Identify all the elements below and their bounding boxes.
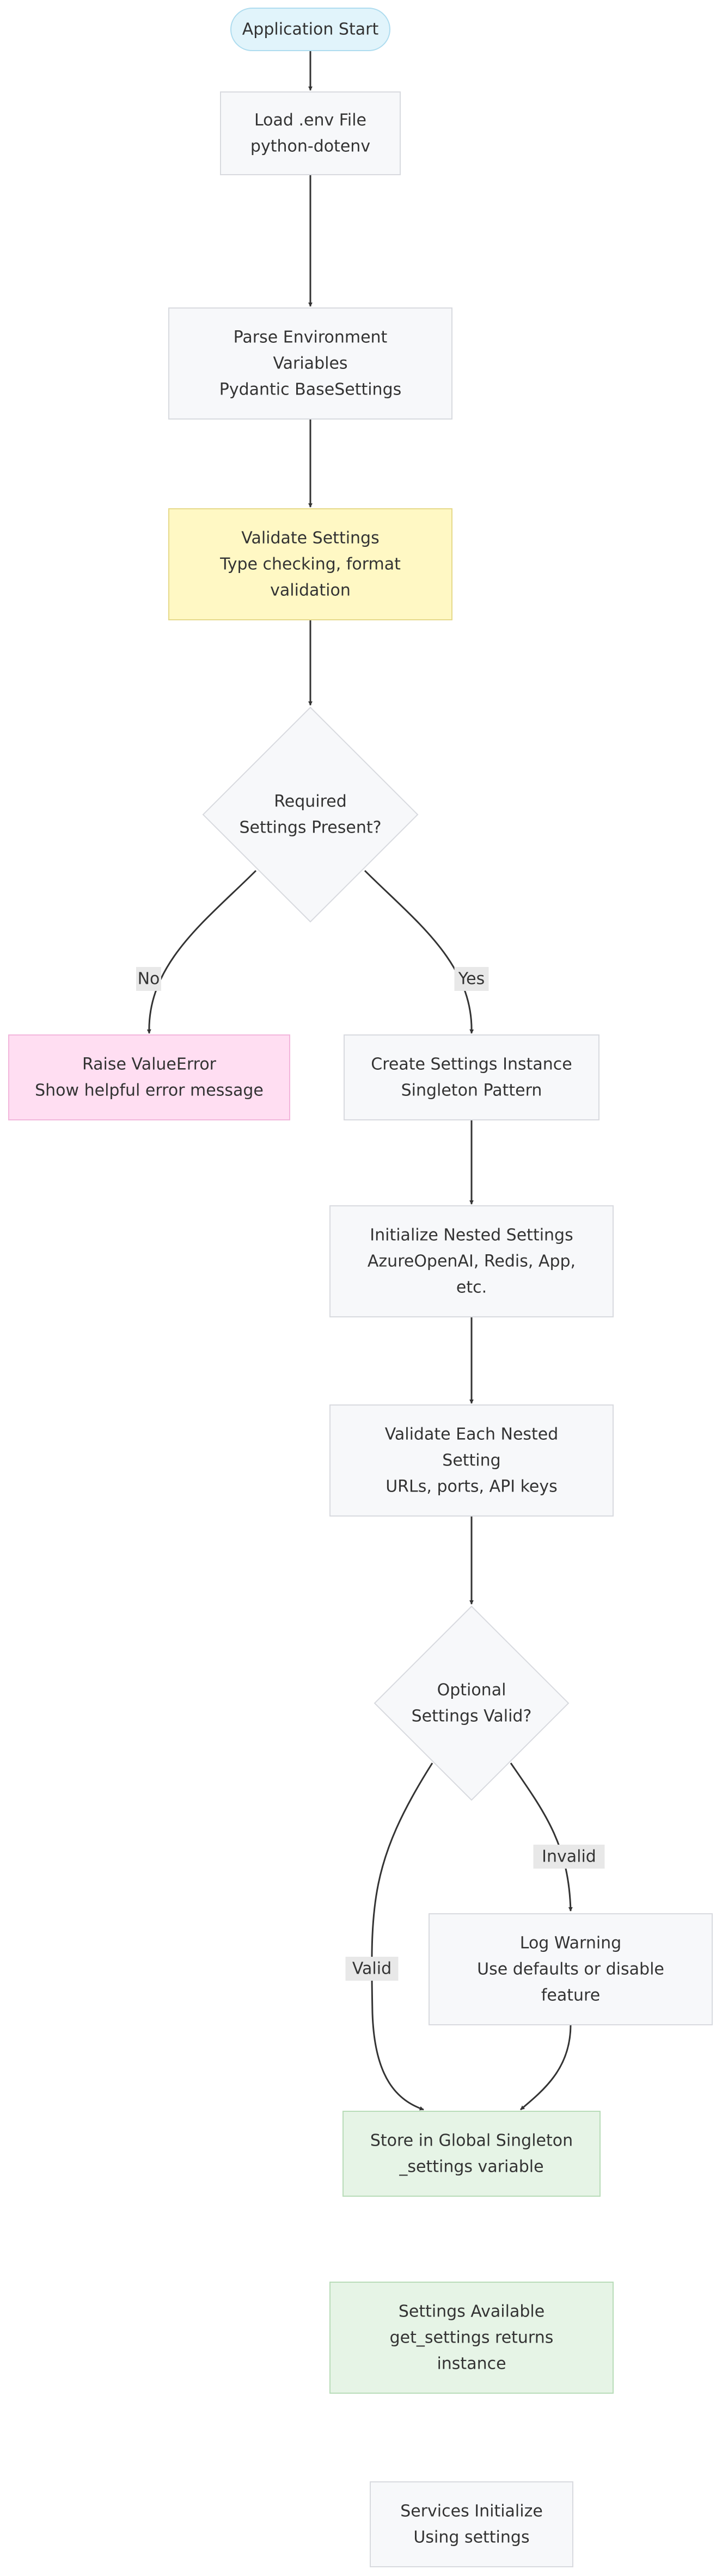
edge-label-background [345,1957,399,1981]
edges-layer [146,51,573,2111]
node-text-line: Parse Environment [234,328,388,347]
node-text-line: validation [270,581,351,600]
process-box [168,307,452,420]
edge-label-background [454,967,489,991]
node-text-line: Store in Global Singleton [370,2131,573,2150]
node-text-line: instance [437,2355,506,2374]
node-store-singleton: Store in Global Singleton _settings varia… [342,2111,601,2197]
process-box [429,1913,713,2025]
edge-label-no: No [136,967,161,991]
node-text-line: Setting [442,1451,500,1470]
edge-label-text: Invalid [542,1847,596,1866]
node-text-line: AzureOpenAI, Redis, App, [368,1252,576,1271]
node-text-line: Initialize Nested Settings [370,1226,573,1245]
node-text-line: Using settings [413,2528,529,2547]
node-text-line: Optional [437,1681,506,1700]
edge-label-text: No [138,970,160,989]
terminal-shape [230,8,390,51]
node-text-line: Variables [273,354,347,373]
node-text-line: Load .env File [254,111,366,130]
node-load-env: Load .env File python-dotenv [220,91,401,175]
node-text-line: Create Settings Instance [371,1055,572,1074]
node-text-line: python-dotenv [250,137,370,156]
node-text-line: Settings Valid? [412,1707,532,1726]
edge-optional-valid-to-store-singleton [371,1762,433,2111]
node-text-line: Services Initialize [400,2502,543,2521]
edge-label-text: Yes [458,970,485,989]
process-box [168,508,452,620]
node-text-line: _settings variable [399,2158,543,2177]
node-app-start: Application Start [230,8,390,51]
edge-label-valid: Valid [345,1957,399,1981]
node-text-line: Log Warning [520,1934,621,1953]
process-box [8,1034,290,1120]
node-text-line: Singleton Pattern [401,1081,542,1100]
node-text-line: Use defaults or disable [477,1960,664,1979]
decision-diamond [374,1605,570,1801]
edge-label-background [533,1845,605,1869]
node-text-line: Pydantic BaseSettings [219,380,402,399]
node-text-line: feature [541,1986,600,2005]
decision-diamond [202,706,419,923]
node-text-line: get_settings returns [390,2328,554,2347]
edge-label-background [136,967,161,991]
node-text-line: Settings Present? [239,818,381,837]
node-text-line: Settings Available [399,2302,544,2321]
node-text-line: Show helpful error message [35,1081,264,1100]
node-text-line: Application Start [242,20,379,39]
process-box [329,1404,614,1517]
process-box [220,91,401,175]
edge-required-present-to-raise-error [146,870,257,1034]
node-text-line: Validate Settings [241,529,379,548]
node-text-line: Validate Each Nested [385,1425,559,1444]
node-text-line: Raise ValueError [82,1055,217,1074]
edge-log-warning-to-store-singleton [520,2024,572,2111]
edge-label-yes: Yes [454,967,489,991]
edge-optional-valid-to-log-warning [510,1762,573,1912]
node-text-line: URLs, ports, API keys [386,1477,558,1496]
process-box [370,2481,573,2567]
process-box [329,1205,614,1317]
node-settings-available: Settings Available get_settings returns in… [329,2282,614,2394]
node-text-line: Required [274,792,347,811]
node-text-line: etc. [456,1278,487,1297]
process-box [344,1034,599,1120]
process-box [329,2282,614,2394]
process-box [342,2111,601,2197]
edge-label-invalid: Invalid [533,1845,605,1869]
edge-required-present-to-create-instance [364,870,474,1034]
node-text-line: Type checking, format [219,555,401,574]
edge-label-text: Valid [352,1959,391,1979]
